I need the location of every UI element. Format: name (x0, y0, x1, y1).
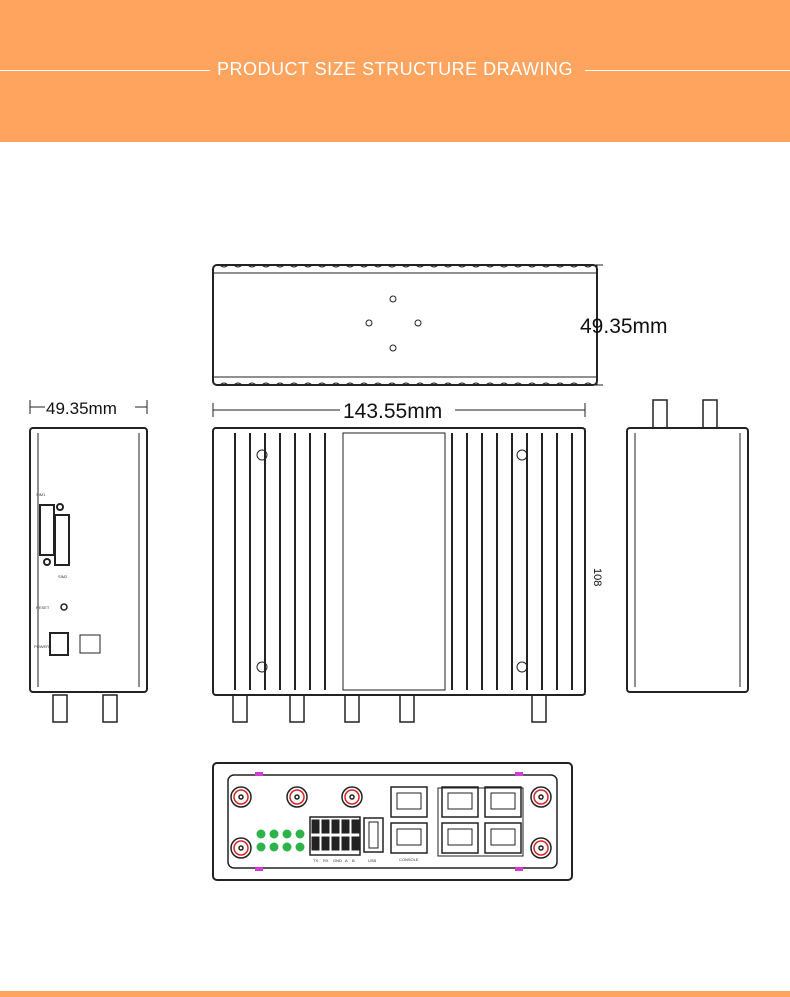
rj45-socket (447, 792, 473, 810)
antenna-connector-pin (238, 794, 244, 800)
antenna-connector-pin (538, 845, 544, 851)
antenna-connector-ring (233, 789, 249, 805)
rj45-port (390, 822, 428, 854)
rj45-port (390, 786, 428, 818)
terminal-slot (321, 819, 330, 834)
terminal-slot (341, 819, 350, 834)
rj45-socket (490, 828, 516, 846)
antenna-connector (341, 786, 363, 808)
front-width-dimension: 143.55mm (343, 400, 442, 423)
sim2-label: SIM2 (58, 574, 68, 579)
front-panel-view: TX RX GND A B USB CONSOLE (212, 762, 573, 881)
rj45-socket (396, 828, 422, 846)
status-led (295, 829, 305, 839)
terminal-slot (351, 819, 360, 834)
header-divider-left (0, 70, 210, 71)
sim1-label: SIM1 (36, 492, 46, 497)
top-height-dimension: 49.35mm (580, 315, 668, 338)
terminal-slot (331, 836, 340, 851)
antenna-connector-pin (538, 794, 544, 800)
antenna-connector-pin (294, 794, 300, 800)
footer-bar (0, 991, 790, 997)
rj45-port (484, 822, 522, 854)
top-view: 49.35mm (212, 264, 668, 386)
terminal-slot (321, 836, 330, 851)
front-height-dimension: 108 (591, 568, 603, 586)
right-side-view (626, 399, 749, 693)
status-led (282, 842, 292, 852)
rj45-socket (447, 828, 473, 846)
antenna-connector (230, 786, 252, 808)
status-led (256, 842, 266, 852)
rj45-port (441, 822, 479, 854)
serial-label-gnd: GND (333, 858, 342, 863)
console-label: CONSOLE (399, 857, 419, 862)
antenna-connector-pin (238, 845, 244, 851)
front-view: 143.55mm 108 (212, 400, 603, 723)
terminal-slot (311, 836, 320, 851)
antenna-connector-ring (233, 840, 249, 856)
header-divider-right (585, 70, 790, 71)
reset-label: RESET (36, 605, 50, 610)
serial-label-a: A (345, 858, 348, 863)
terminal-slot (341, 836, 350, 851)
side-width-dimension: 49.35mm (46, 399, 117, 418)
status-led (269, 842, 279, 852)
usb-label: USB (368, 858, 377, 863)
terminal-slot (311, 819, 320, 834)
antenna-connector (530, 786, 552, 808)
antenna-connector-ring (533, 789, 549, 805)
terminal-slot (331, 819, 340, 834)
terminal-slot (351, 836, 360, 851)
status-led (256, 829, 266, 839)
rj45-socket (396, 792, 422, 810)
status-led (282, 829, 292, 839)
header-title: PRODUCT SIZE STRUCTURE DRAWING (216, 59, 573, 79)
rj45-port (441, 786, 479, 818)
antenna-connector (286, 786, 308, 808)
antenna-connector (230, 837, 252, 859)
power-label: POWER (34, 644, 49, 649)
antenna-connector-ring (533, 840, 549, 856)
serial-label-tx: TX (313, 858, 318, 863)
rj45-socket (490, 792, 516, 810)
header-banner: PRODUCT SIZE STRUCTURE DRAWING (0, 0, 790, 142)
rj45-port (484, 786, 522, 818)
status-led (269, 829, 279, 839)
serial-label-rx: RX (323, 858, 329, 863)
antenna-connector-ring (344, 789, 360, 805)
antenna-connector-pin (349, 794, 355, 800)
left-side-view: 49.35mm SIM1 SIM2 RESET POWER (29, 399, 148, 723)
antenna-connector (530, 837, 552, 859)
serial-terminal-block (309, 816, 361, 856)
antenna-connector-ring (289, 789, 305, 805)
serial-label-b: B (352, 858, 355, 863)
status-led (295, 842, 305, 852)
